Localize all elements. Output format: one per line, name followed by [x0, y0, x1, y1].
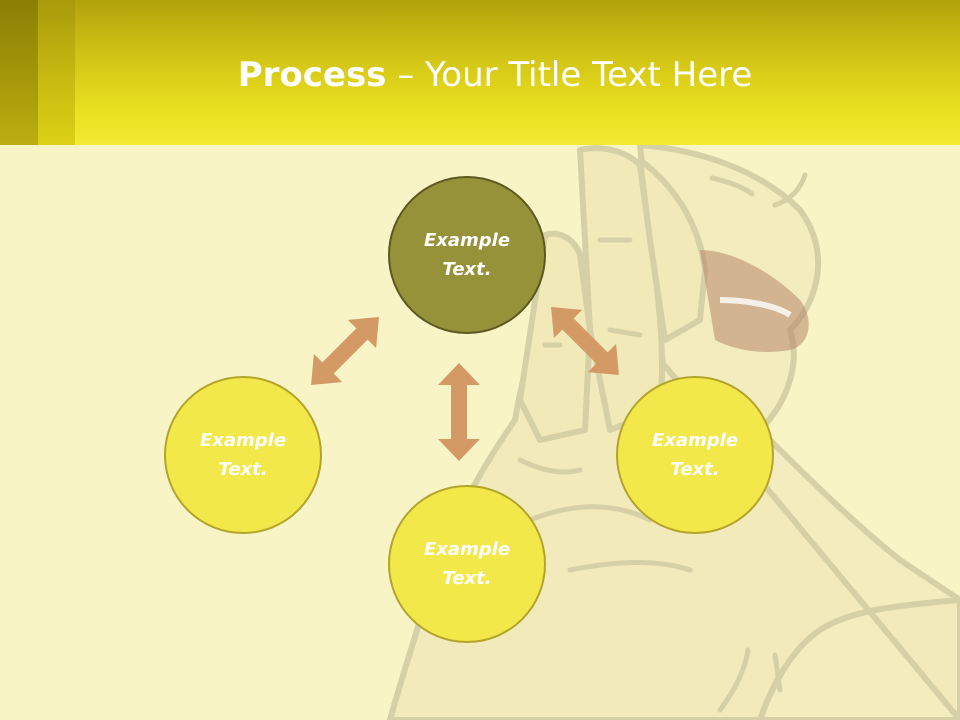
process-node-left[interactable]: Example Text. [164, 376, 322, 534]
process-node-bottom[interactable]: Example Text. [388, 485, 546, 643]
title-bold: Process [237, 55, 387, 95]
arrow-top-right[interactable] [537, 293, 633, 389]
node-label: Example Text. [423, 539, 511, 589]
node-label: Example Text. [199, 430, 287, 480]
header-stripe [0, 0, 38, 145]
header-band: Process – Your Title Text Here [0, 0, 960, 145]
title-rest: – Your Title Text Here [386, 55, 753, 95]
arrow-left-top[interactable] [297, 303, 393, 399]
process-node-top[interactable]: Example Text. [388, 176, 546, 334]
slide-title[interactable]: Process – Your Title Text Here [75, 52, 915, 102]
header-stripe [38, 0, 75, 145]
node-label: Example Text. [651, 430, 739, 480]
node-label: Example Text. [423, 230, 511, 280]
process-node-right[interactable]: Example Text. [616, 376, 774, 534]
arrow-top-bottom[interactable] [438, 363, 480, 461]
